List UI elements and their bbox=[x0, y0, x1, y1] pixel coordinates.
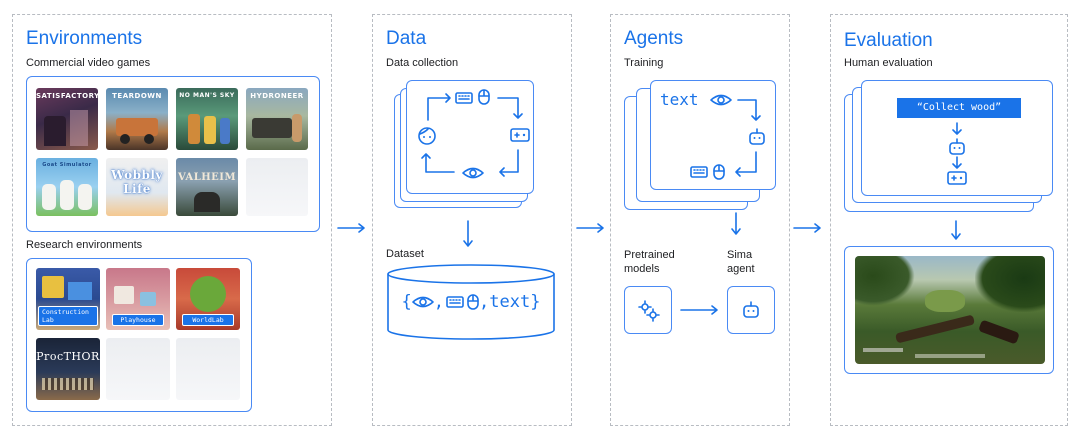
gears-icon bbox=[638, 300, 660, 322]
robot-icon bbox=[749, 128, 765, 145]
dataset-cylinder bbox=[387, 264, 555, 340]
training-text: text bbox=[660, 90, 699, 109]
game-goat-simulator: Goat Simulator bbox=[36, 158, 98, 216]
agents-panel bbox=[610, 14, 790, 426]
instruction-box: “Collect wood” bbox=[897, 98, 1021, 118]
evaluation-panel bbox=[830, 14, 1068, 426]
gameplay-screenshot bbox=[855, 256, 1045, 364]
game-hydroneer: HYDRONEER bbox=[246, 88, 308, 150]
dataset-label: Dataset bbox=[386, 248, 424, 260]
keyboard-icon bbox=[455, 92, 473, 104]
arrow-icon bbox=[951, 220, 961, 240]
commercial-games-label: Commercial video games bbox=[26, 57, 151, 69]
face-icon bbox=[418, 127, 436, 145]
game-title-wobbly-life: Wobbly Life bbox=[111, 168, 163, 196]
arrow-icon bbox=[952, 122, 962, 135]
env-label-playhouse: Playhouse bbox=[112, 314, 164, 326]
gamepad-icon bbox=[947, 171, 967, 185]
arrow-icon bbox=[952, 156, 962, 169]
arrow-icon bbox=[337, 223, 365, 233]
agents-title: Agents bbox=[624, 28, 684, 49]
eye-icon bbox=[462, 167, 484, 179]
gamepad-icon bbox=[510, 128, 530, 142]
dataset-text: text bbox=[489, 292, 531, 312]
training-loop-arrows bbox=[735, 99, 761, 177]
env-label-worldlab: WorldLab bbox=[182, 314, 234, 326]
data-collection-loop bbox=[421, 93, 523, 177]
env-procthor: ProcTHOR bbox=[36, 338, 100, 400]
game-title-teardown: TEARDOWN bbox=[112, 92, 162, 100]
robot-icon bbox=[743, 301, 759, 318]
arrow-icon bbox=[793, 223, 821, 233]
arrow-icon bbox=[463, 220, 473, 247]
game-title-hydroneer: HYDRONEER bbox=[250, 92, 304, 100]
game-title-no-mans-sky: NO MAN'S SKY bbox=[179, 92, 235, 99]
env-title-procthor: ProcTHOR bbox=[36, 350, 100, 363]
game-valheim: VALHEIM bbox=[176, 158, 238, 216]
env-label-construction-lab: Construction Lab bbox=[38, 306, 98, 326]
mouse-icon bbox=[467, 294, 479, 310]
arrow-icon bbox=[731, 212, 741, 235]
sima-agent-label: Sima agent bbox=[727, 249, 755, 275]
eye-icon bbox=[710, 94, 732, 106]
data-title: Data bbox=[386, 28, 427, 49]
game-teardown: TEARDOWN bbox=[106, 88, 168, 150]
environments-title: Environments bbox=[26, 28, 143, 49]
game-title-goat-simulator: Goat Simulator bbox=[42, 162, 92, 168]
dataset-content: {,,text} bbox=[401, 292, 541, 312]
data-panel bbox=[372, 14, 572, 426]
pretrained-models-label: Pretrained models bbox=[624, 249, 675, 275]
research-environments-label: Research environments bbox=[26, 239, 143, 251]
arrow-icon bbox=[680, 305, 718, 315]
research-placeholder-2 bbox=[176, 338, 240, 400]
data-collection-label: Data collection bbox=[386, 57, 459, 69]
evaluation-title: Evaluation bbox=[844, 30, 933, 51]
research-placeholder-1 bbox=[106, 338, 170, 400]
game-placeholder bbox=[246, 158, 308, 216]
game-satisfactory: SATISFACTORY bbox=[36, 88, 98, 150]
environments-panel bbox=[12, 14, 332, 426]
game-title-satisfactory: SATISFACTORY bbox=[36, 92, 98, 100]
human-evaluation-label: Human evaluation bbox=[844, 57, 933, 69]
keyboard-icon bbox=[446, 296, 464, 308]
mouse-icon bbox=[478, 89, 490, 105]
pretrained-models-box bbox=[624, 286, 672, 334]
game-title-valheim: VALHEIM bbox=[177, 172, 237, 183]
game-no-mans-sky: NO MAN'S SKY bbox=[176, 88, 238, 150]
training-label: Training bbox=[624, 57, 664, 69]
eye-icon bbox=[411, 296, 434, 308]
robot-icon bbox=[949, 138, 965, 155]
keyboard-icon bbox=[690, 166, 708, 178]
game-wobbly-life: Wobbly Life bbox=[106, 158, 168, 216]
sima-agent-box bbox=[727, 286, 775, 334]
arrow-icon bbox=[576, 223, 604, 233]
mouse-icon bbox=[713, 164, 725, 180]
